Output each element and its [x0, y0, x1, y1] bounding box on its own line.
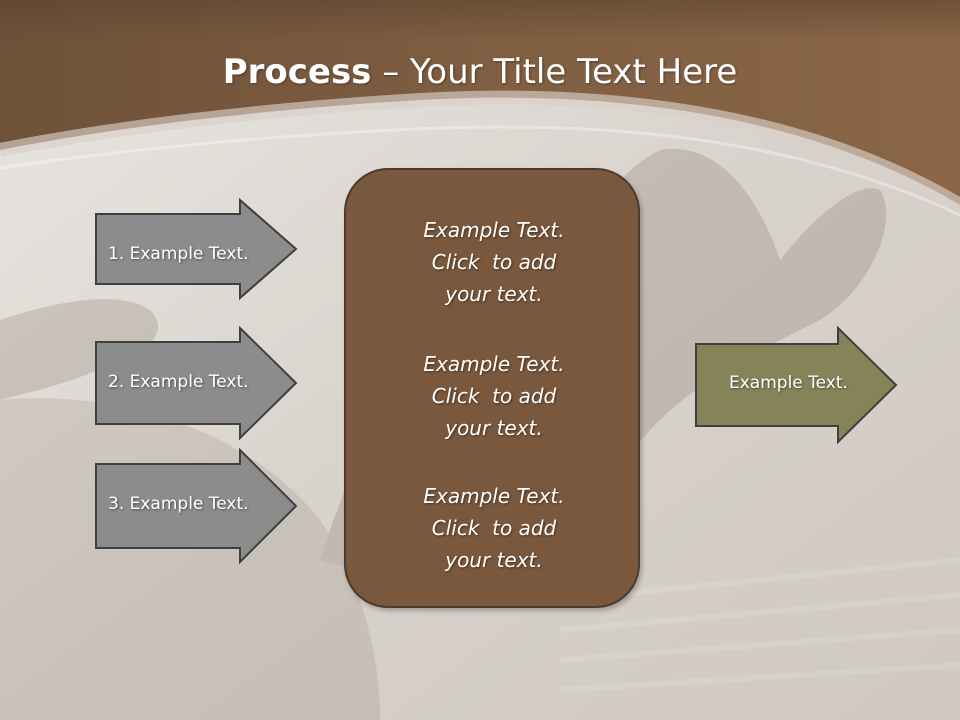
left-arrow-3-label: 3. Example Text. [108, 494, 249, 514]
block-1-line-1: Example Text. [423, 218, 565, 242]
right-arrow-label: Example Text. [729, 373, 848, 393]
left-arrow-2-label: 2. Example Text. [108, 372, 249, 392]
left-arrow-3 [95, 448, 298, 564]
left-arrow-2 [95, 326, 298, 440]
title-bold-text: Process [222, 52, 372, 92]
block-2-line-3: your text. [445, 416, 543, 440]
block-2-line-1: Example Text. [423, 352, 565, 376]
center-text-block-2: Example Text. Click to add your text. [346, 348, 642, 444]
title-rest-text: – Your Title Text Here [371, 52, 738, 92]
slide-title: Process – Your Title Text Here [0, 52, 960, 92]
left-arrow-1 [95, 198, 298, 300]
right-arrow [695, 326, 898, 444]
header-curve-line [0, 125, 960, 217]
center-text-box: Example Text. Click to add your text. Ex… [344, 168, 640, 608]
header-band [0, 0, 960, 205]
block-2-line-2: Click to add [431, 384, 557, 408]
block-3-line-2: Click to add [431, 516, 557, 540]
header-curve-highlight [0, 90, 960, 212]
left-arrow-1-label: 1. Example Text. [108, 244, 249, 264]
center-text-block-3: Example Text. Click to add your text. [346, 480, 642, 576]
center-text-block-1: Example Text. Click to add your text. [346, 214, 642, 310]
header-shade [0, 0, 960, 40]
block-3-line-1: Example Text. [423, 484, 565, 508]
block-1-line-3: your text. [445, 282, 543, 306]
block-3-line-3: your text. [445, 548, 543, 572]
block-1-line-2: Click to add [431, 250, 557, 274]
